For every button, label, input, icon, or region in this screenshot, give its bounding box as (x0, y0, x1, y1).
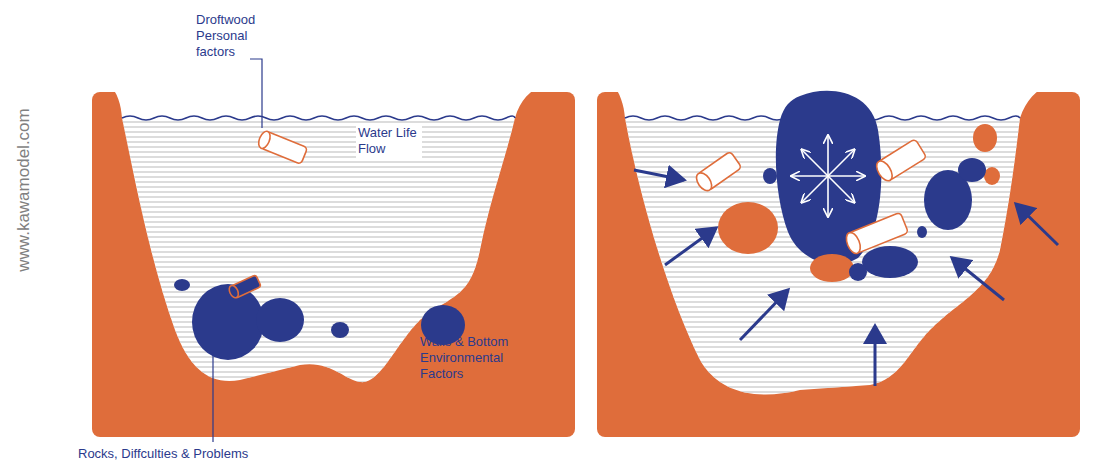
river-right (597, 84, 1080, 437)
walls-label: Walls & Bottom Environmental Factors (420, 334, 524, 382)
rocks-label: Rocks, Diffculties & Problems (78, 446, 248, 462)
river-left (92, 59, 575, 442)
water-label: Water Life Flow (356, 124, 422, 158)
watermark: www.kawamodel.com (14, 108, 34, 271)
driftwood (256, 130, 307, 165)
driftwood-label: Droftwood Personal factors (196, 12, 268, 60)
